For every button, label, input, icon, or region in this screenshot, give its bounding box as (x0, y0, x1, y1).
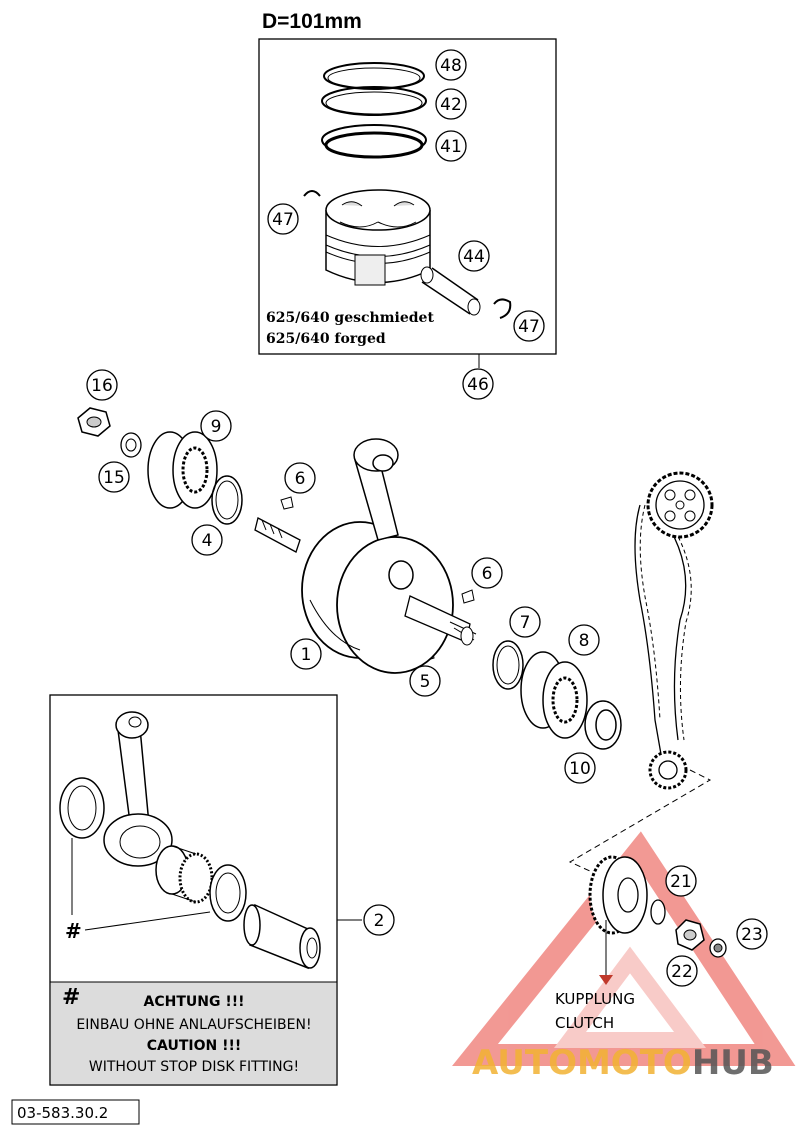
washer-23 (709, 938, 727, 958)
clutch-arrow-head (599, 975, 613, 985)
callout-16: 16 (86, 369, 118, 401)
hash-marker: # (65, 919, 82, 943)
conrod-detail-box (49, 694, 338, 1086)
svg-text:47: 47 (272, 210, 294, 230)
thrust-washer-left (59, 777, 105, 839)
svg-text:5: 5 (420, 672, 431, 692)
callout-1: 1 (290, 638, 322, 670)
svg-text:21: 21 (670, 872, 692, 892)
piston-ring-41 (321, 124, 427, 159)
callout-15: 15 (98, 461, 130, 493)
svg-text:41: 41 (440, 137, 462, 157)
reference-box (11, 1099, 140, 1125)
watermark-part2: HUB (692, 1043, 774, 1083)
watermark-part1: AUTOMOTO (472, 1043, 692, 1083)
crankshaft (254, 517, 477, 674)
callout-48: 48 (435, 49, 467, 81)
callout-21: 21 (665, 865, 697, 897)
warning-heading-de: ACHTUNG !!! (144, 994, 245, 1010)
piston-box-line1: 625/640 geschmiedet (266, 310, 434, 326)
nut-16 (77, 407, 111, 437)
piston-ring-48 (323, 62, 425, 90)
conrod-detail (103, 711, 173, 867)
svg-text:15: 15 (103, 468, 125, 488)
circlip-47-left (303, 190, 321, 197)
svg-text:47: 47 (518, 317, 540, 337)
callout-10: 10 (564, 752, 596, 784)
callout-47-right: 47 (513, 310, 545, 342)
shim-4 (211, 475, 243, 525)
key-6-lower (461, 589, 475, 604)
callout-44: 44 (458, 240, 490, 272)
piston-box-line2: 625/640 forged (266, 331, 386, 347)
callout-9: 9 (200, 410, 232, 442)
svg-text:23: 23 (741, 925, 763, 945)
svg-text:46: 46 (467, 375, 489, 395)
warning-symbol: # (62, 985, 80, 1010)
svg-text:2: 2 (374, 911, 385, 931)
callout-2: 2 (363, 904, 395, 936)
warning-panel (51, 982, 336, 1084)
callout-7: 7 (509, 606, 541, 638)
cam-sprocket (646, 471, 714, 539)
callout-5: 5 (409, 665, 441, 697)
svg-text:42: 42 (440, 95, 462, 115)
bearing-8 (520, 651, 588, 739)
diameter-label: D=101mm (262, 10, 362, 33)
warning-text-de: EINBAU OHNE ANLAUFSCHEIBEN! (76, 1017, 311, 1033)
callout-22: 22 (666, 955, 698, 987)
callout-46: 46 (462, 368, 494, 400)
piston-pin (420, 266, 481, 316)
callout-8: 8 (568, 624, 600, 656)
needle-bearing (155, 845, 214, 904)
svg-text:6: 6 (482, 564, 493, 584)
callout-6-lower: 6 (471, 557, 503, 589)
watermark-triangle (452, 831, 796, 1066)
callout-47-left: 47 (267, 203, 299, 235)
reference-number: 03-583.30.2 (17, 1104, 108, 1122)
hash-leader-2 (84, 911, 211, 931)
bearing-9 (147, 431, 218, 509)
primary-gear (588, 855, 648, 935)
callout-41: 41 (435, 130, 467, 162)
svg-text:48: 48 (440, 56, 462, 76)
svg-text:7: 7 (520, 613, 531, 633)
circlip-47-right (493, 298, 512, 319)
connecting-rod (353, 438, 399, 541)
svg-text:22: 22 (671, 962, 693, 982)
svg-text:8: 8 (579, 631, 590, 651)
callout-6-upper: 6 (284, 462, 316, 494)
svg-text:44: 44 (463, 247, 485, 267)
dashed-path (568, 769, 712, 873)
timing-chain (634, 499, 692, 761)
crank-sprocket (648, 750, 688, 790)
crank-pin (243, 903, 321, 970)
callout-group: 48 42 41 47 44 47 46 16 9 15 4 6 6 1 7 8… (86, 49, 768, 987)
clutch-label-en: CLUTCH (555, 1014, 614, 1032)
piston-ring-42 (321, 86, 427, 116)
svg-text:1: 1 (301, 645, 312, 665)
clutch-label-de: KUPPLUNG (555, 990, 635, 1008)
nut-22 (675, 919, 705, 951)
thrust-washer-right (209, 864, 247, 922)
piston-kit-box (258, 38, 557, 355)
shim-7 (492, 640, 524, 690)
svg-text:9: 9 (211, 417, 222, 437)
callout-23: 23 (736, 918, 768, 950)
warning-heading-en: CAUTION !!! (147, 1038, 241, 1054)
watermark-text: AUTOMOTOHUB (472, 1043, 774, 1083)
svg-text:6: 6 (295, 469, 306, 489)
svg-text:10: 10 (569, 759, 591, 779)
piston (325, 189, 431, 286)
warning-text-en: WITHOUT STOP DISK FITTING! (89, 1059, 299, 1075)
callout-4: 4 (191, 524, 223, 556)
svg-text:4: 4 (202, 531, 213, 551)
svg-text:16: 16 (91, 376, 113, 396)
washer-21 (650, 899, 666, 925)
key-6-upper (280, 496, 294, 510)
callout-42: 42 (435, 88, 467, 120)
